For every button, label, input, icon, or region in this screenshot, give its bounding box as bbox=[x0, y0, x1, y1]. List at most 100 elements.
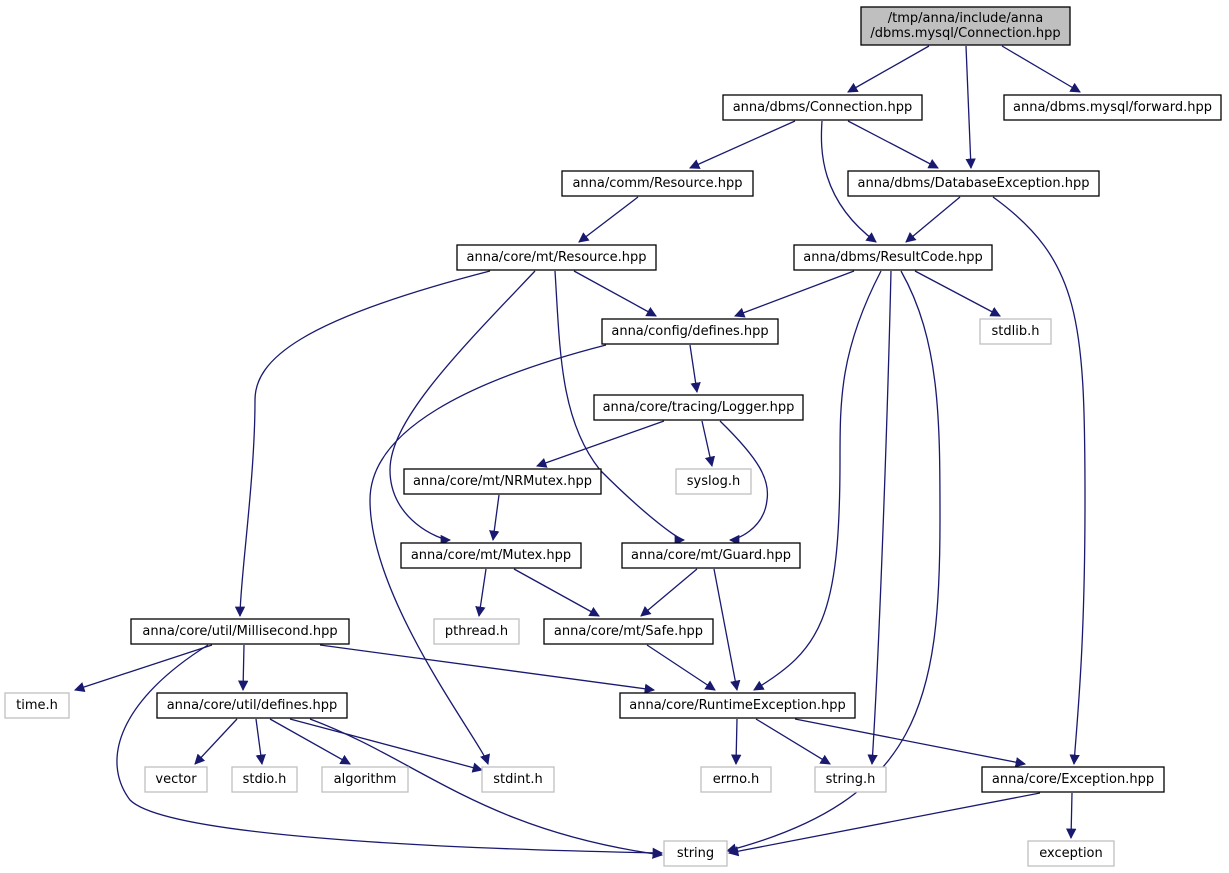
node-label: anna/core/mt/NRMutex.hpp bbox=[413, 474, 592, 489]
edge-config_defines-to-logger bbox=[689, 344, 701, 394]
node-label: anna/core/tracing/Logger.hpp bbox=[603, 400, 795, 415]
node-core-exception[interactable]: anna/core/Exception.hpp bbox=[981, 766, 1165, 793]
node-config-defines[interactable]: anna/config/defines.hpp bbox=[601, 318, 779, 345]
edge-config_defines-to-stdint_h bbox=[369, 344, 607, 765]
node-label: anna/core/mt/Guard.hpp bbox=[631, 548, 791, 563]
node-label: pthread.h bbox=[445, 624, 508, 639]
node-errno-h: errno.h bbox=[700, 766, 772, 793]
edge-result_code-to-string_h bbox=[867, 270, 892, 766]
edge-util_defines-to-stdint_h bbox=[289, 718, 484, 773]
node-box bbox=[593, 394, 804, 421]
edge-mt_resource-to-config_defines bbox=[573, 270, 657, 317]
node-box bbox=[456, 244, 657, 271]
edge-mutex-to-pthread_h bbox=[475, 568, 487, 618]
node-label: anna/core/util/Millisecond.hpp bbox=[142, 624, 337, 639]
node-box bbox=[860, 6, 1071, 46]
node-time-h: time.h bbox=[4, 692, 70, 719]
edge-util_defines-to-string bbox=[309, 718, 664, 859]
node-label: anna/core/util/defines.hpp bbox=[167, 698, 338, 713]
edge-runtime_exception-to-string_h bbox=[755, 718, 831, 765]
node-vector: vector bbox=[144, 766, 208, 793]
node-nrmutex[interactable]: anna/core/mt/NRMutex.hpp bbox=[403, 468, 602, 495]
node-label: exception bbox=[1039, 846, 1103, 861]
node-label: anna/comm/Resource.hpp bbox=[572, 176, 742, 191]
edge-dbms_connection-to-comm_resource bbox=[689, 120, 796, 169]
node-database-exception[interactable]: anna/dbms/DatabaseException.hpp bbox=[847, 170, 1100, 197]
node-label: stdio.h bbox=[243, 772, 287, 787]
node-runtime-exception[interactable]: anna/core/RuntimeException.hpp bbox=[619, 692, 856, 719]
edge-dbms_connection-to-database_exception bbox=[847, 120, 939, 169]
edge-millisecond-to-time_h bbox=[74, 644, 213, 693]
edge-root-to-mysql_forward bbox=[1001, 45, 1081, 93]
edge-safe-to-runtime_exception bbox=[646, 644, 716, 691]
node-mt-resource[interactable]: anna/core/mt/Resource.hpp bbox=[456, 244, 657, 271]
node-box bbox=[400, 542, 582, 569]
node-exception: exception bbox=[1027, 840, 1115, 867]
node-dbms-connection[interactable]: anna/dbms/Connection.hpp bbox=[722, 94, 923, 121]
edge-core_exception-to-exception bbox=[1066, 792, 1077, 840]
node-guard[interactable]: anna/core/mt/Guard.hpp bbox=[621, 542, 801, 569]
node-box bbox=[1027, 840, 1115, 867]
node-comm-resource[interactable]: anna/comm/Resource.hpp bbox=[561, 170, 754, 197]
node-box bbox=[231, 766, 298, 793]
node-stdio-h: stdio.h bbox=[231, 766, 298, 793]
node-box bbox=[663, 840, 728, 867]
node-label: errno.h bbox=[713, 772, 760, 787]
edge-core_exception-to-string bbox=[727, 792, 1041, 857]
node-util-defines[interactable]: anna/core/util/defines.hpp bbox=[156, 692, 348, 719]
edge-runtime_exception-to-core_exception bbox=[794, 718, 1027, 768]
node-box bbox=[144, 766, 208, 793]
node-box bbox=[601, 318, 779, 345]
edges-layer bbox=[74, 45, 1086, 859]
edge-guard-to-safe bbox=[640, 568, 698, 617]
edge-millisecond-to-string bbox=[116, 644, 664, 859]
node-box bbox=[675, 468, 752, 495]
node-box bbox=[722, 94, 923, 121]
node-box bbox=[981, 766, 1165, 793]
node-label: anna/core/mt/Safe.hpp bbox=[554, 624, 703, 639]
node-label: anna/dbms.mysql/forward.hpp bbox=[1013, 100, 1212, 115]
edge-database_exception-to-result_code bbox=[905, 196, 961, 243]
node-box bbox=[403, 468, 602, 495]
node-box bbox=[481, 766, 555, 793]
node-label: anna/core/mt/Resource.hpp bbox=[467, 250, 647, 265]
node-label: vector bbox=[155, 772, 197, 787]
node-result-code[interactable]: anna/dbms/ResultCode.hpp bbox=[793, 244, 993, 271]
node-box bbox=[619, 692, 856, 719]
node-millisecond[interactable]: anna/core/util/Millisecond.hpp bbox=[130, 618, 350, 645]
node-box bbox=[321, 766, 409, 793]
edge-mt_resource-to-guard bbox=[554, 270, 686, 546]
node-label: /tmp/anna/include/anna bbox=[888, 11, 1043, 26]
node-stdlib-h: stdlib.h bbox=[979, 318, 1052, 345]
node-mutex[interactable]: anna/core/mt/Mutex.hpp bbox=[400, 542, 582, 569]
edge-millisecond-to-runtime_exception bbox=[319, 644, 656, 694]
edge-result_code-to-string bbox=[725, 270, 941, 854]
node-label: anna/core/RuntimeException.hpp bbox=[629, 698, 845, 713]
edge-root-to-dbms_connection bbox=[847, 45, 930, 93]
node-string-h: string.h bbox=[814, 766, 887, 793]
node-safe[interactable]: anna/core/mt/Safe.hpp bbox=[543, 618, 714, 645]
node-label: stdint.h bbox=[493, 772, 542, 787]
edge-logger-to-nrmutex bbox=[536, 420, 665, 468]
node-box bbox=[1003, 94, 1222, 121]
node-label: stdlib.h bbox=[992, 324, 1040, 339]
node-box bbox=[433, 618, 520, 645]
node-mysql-forward[interactable]: anna/dbms.mysql/forward.hpp bbox=[1003, 94, 1222, 121]
node-box bbox=[156, 692, 348, 719]
edge-logger-to-syslog_h bbox=[701, 420, 716, 468]
node-label: string bbox=[677, 846, 714, 861]
edge-logger-to-guard bbox=[719, 420, 769, 546]
node-syslog-h: syslog.h bbox=[675, 468, 752, 495]
node-box bbox=[561, 170, 754, 197]
edge-result_code-to-runtime_exception bbox=[753, 270, 882, 691]
node-logger[interactable]: anna/core/tracing/Logger.hpp bbox=[593, 394, 804, 421]
node-box bbox=[700, 766, 772, 793]
node-algorithm: algorithm bbox=[321, 766, 409, 793]
node-box bbox=[621, 542, 801, 569]
edge-comm_resource-to-mt_resource bbox=[578, 196, 639, 243]
node-root[interactable]: /tmp/anna/include/anna/dbms.mysql/Connec… bbox=[860, 6, 1071, 46]
edge-dbms_connection-to-result_code bbox=[820, 120, 877, 243]
node-box bbox=[814, 766, 887, 793]
node-box bbox=[543, 618, 714, 645]
